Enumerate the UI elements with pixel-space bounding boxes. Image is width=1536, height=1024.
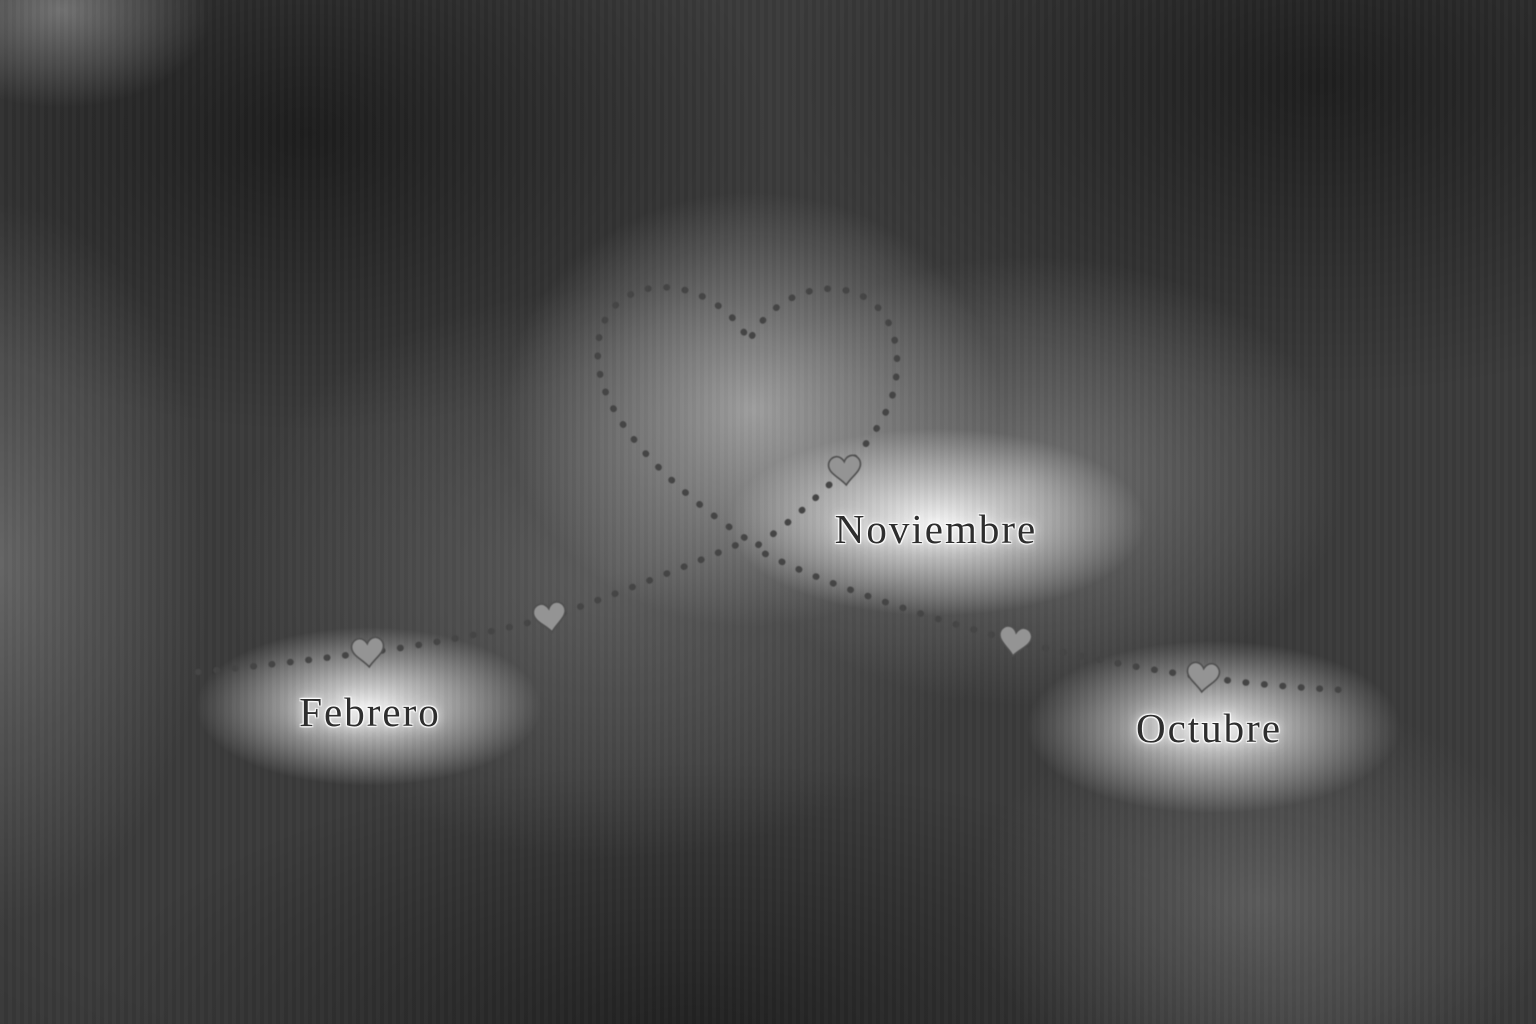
month-label-noviembre: Noviembre	[834, 506, 1038, 552]
heart-icon	[827, 454, 862, 487]
heart-icon	[350, 636, 385, 669]
month-label-octubre: Octubre	[1135, 705, 1283, 751]
heart-icon	[532, 601, 566, 634]
dotted-heart-path	[194, 284, 1349, 694]
heart-icon	[999, 625, 1033, 658]
month-label-febrero: Febrero	[299, 689, 441, 735]
heart-icon	[1186, 661, 1221, 694]
